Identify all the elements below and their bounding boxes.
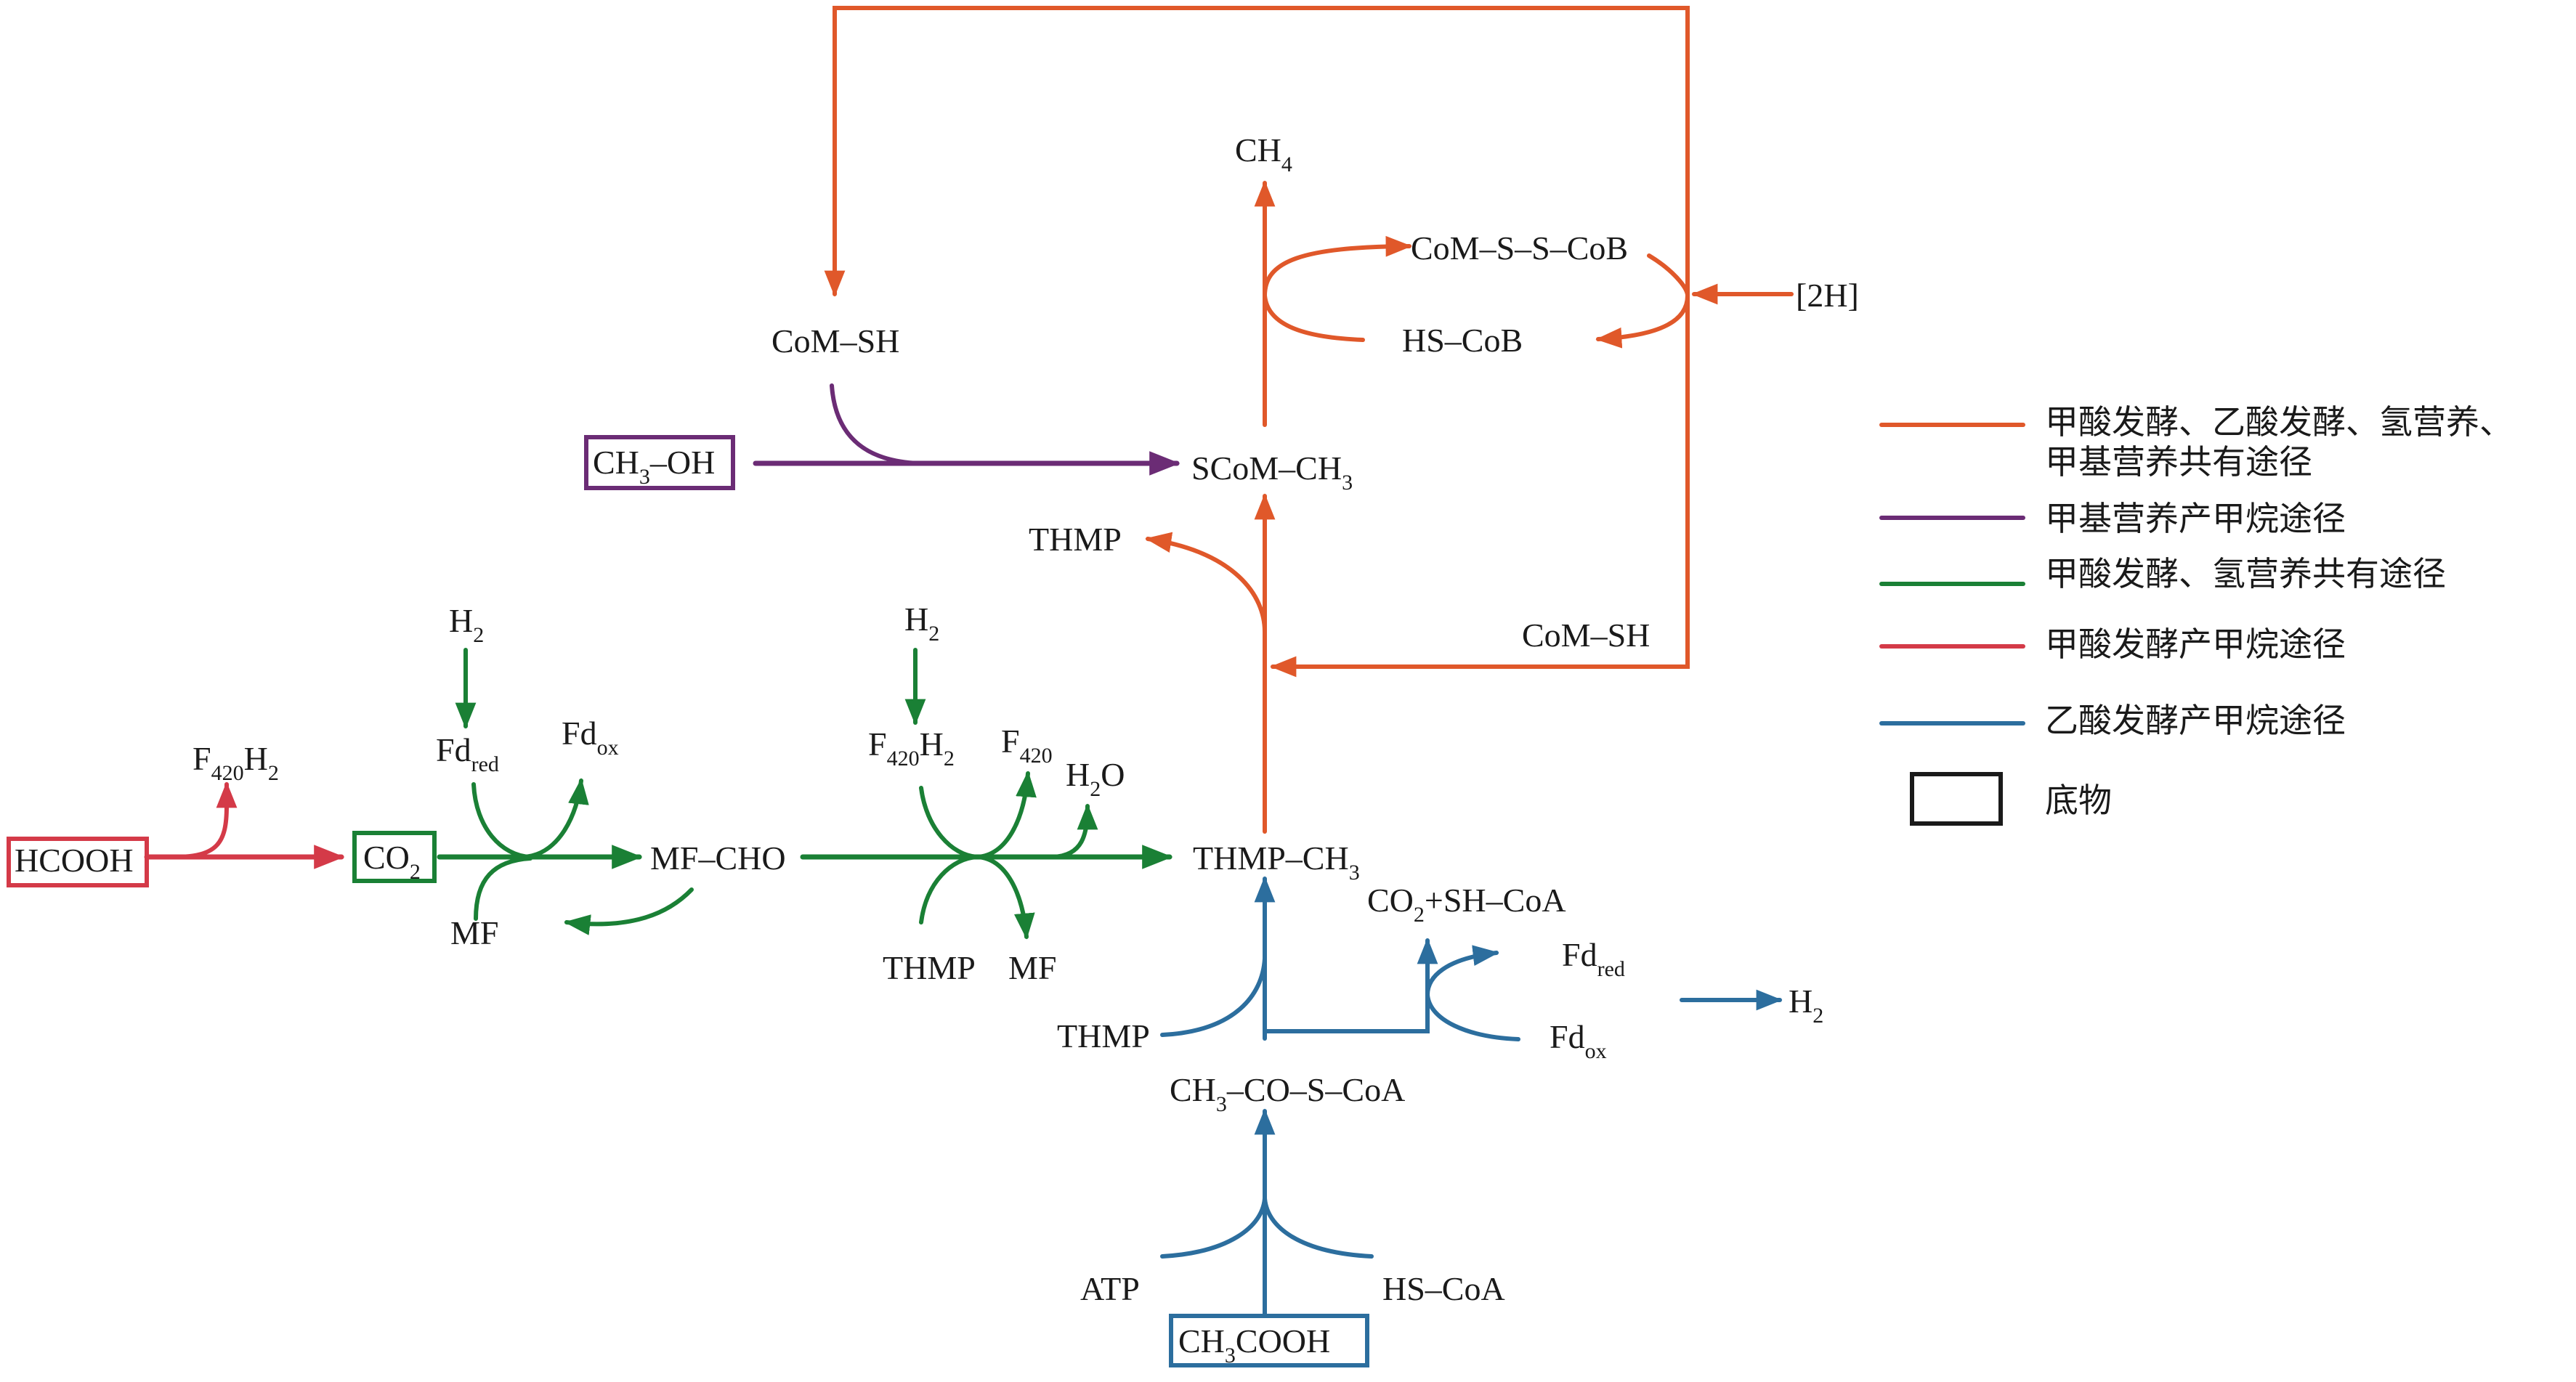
legend-label: 甲酸发酵、氢营养共有途径 [2045,554,2446,593]
cycle-hs-cob-input [1263,293,1365,342]
label-thmp-orange: THMP [1029,521,1122,558]
label-h2-mid: H2 [904,601,939,646]
label-mf-left: MF [450,914,498,951]
label-two-h: [2H] [1796,277,1859,314]
label-ch3cooh: CH3COOH [1178,1322,1330,1367]
legend-label: 甲基营养共有途径 [2045,442,2312,481]
substrate-box-co2 [352,831,437,883]
atp-input-curve [1160,1196,1267,1259]
legend-label: 乙酸发酵产甲烷途径 [2045,701,2346,740]
thmp-input-curve-blue [1160,956,1267,1037]
f420-release-arrow [975,771,1037,859]
com-sh-input-curve [830,383,921,466]
cycle-right-upper [1647,253,1690,298]
acetate-pathway [1160,876,1783,1367]
legend-label: 底物 [2045,781,2112,820]
label-fd-ox-blue: Fdox [1550,1018,1607,1063]
cycle-to-com-s-s-cob-arrow [1263,235,1412,298]
label-scom-ch3: SCoM–CH3 [1191,450,1353,495]
mf-input-curve [474,856,532,921]
legend-item-acetate: 乙酸发酵产甲烷途径 [1879,701,2346,740]
label-co2-shcoa: CO2+SH–CoA [1367,882,1566,927]
label-f420h2-red: F420H2 [193,740,279,785]
label-thmp-blue: THMP [1057,1017,1150,1054]
label-ch3-oh: CH3–OH [593,444,715,489]
legend: 甲酸发酵、乙酸发酵、氢营养、 甲基营养共有途径 甲基营养产甲烷途径 甲酸发酵、氢… [1879,402,2513,826]
label-f420h2-green: F420H2 [868,725,955,771]
label-acetyl-coa: CH3–CO–S–CoA [1170,1071,1405,1116]
label-hcooh: HCOOH [15,842,134,879]
label-com-s-s-cob: CoM–S–S–CoB [1411,229,1628,267]
co2-shcoa-branch-arrow [1263,938,1438,1033]
fd-red-input-curve [471,782,532,859]
legend-item-substrate: 底物 [1910,772,2112,826]
legend-label: 甲酸发酵产甲烷途径 [2045,625,2346,664]
label-fd-red-green: Fdred [436,731,499,776]
label-mf-cho: MF–CHO [650,840,786,877]
com-recycle-loop [824,6,1690,669]
hydrogenotrophic-pathway [352,648,1173,940]
thmp-release-arrow [1145,532,1267,634]
legend-item-methylotrophic: 甲基营养产甲烷途径 [1879,499,2346,538]
legend-label: 甲基营养产甲烷途径 [2045,499,2346,538]
legend-item-formate-hydrogenotrophic: 甲酸发酵、氢营养共有途径 [1879,554,2446,593]
hs-coa-input-curve [1263,1196,1374,1259]
mf-release-arrow-mid [975,855,1035,940]
label-com-sh-top: CoM–SH [771,322,899,359]
label-atp: ATP [1080,1270,1140,1307]
label-h2o: H2O [1066,756,1125,801]
f420h2-release-arrow [172,781,238,859]
label-fd-red-blue: Fdred [1562,936,1625,981]
label-thmp-green: THMP [883,949,976,986]
methylotrophic-pathway [584,383,1180,490]
label-thmp-ch3: THMP–CH3 [1193,840,1360,885]
compound-labels: CoM–SH CH4 CoM–S–S–CoB HS–CoB [2H] CH3–O… [15,131,1859,1367]
h2o-release-arrow [1051,803,1098,859]
label-h2-left: H2 [449,602,484,647]
label-mf-mid: MF [1008,949,1056,986]
legend-substrate-box [1910,772,2003,826]
substrate-box-ch3-oh [584,435,735,490]
fd-ox-release-arrow [521,778,589,859]
formate-pathway [7,781,345,887]
fd-ox-input-curve [1425,993,1520,1041]
f420h2-input-curve [919,786,979,859]
cycle-to-hs-cob-arrow [1595,293,1690,349]
legend-item-formate: 甲酸发酵产甲烷途径 [1879,625,2346,664]
substrate-box-ch3cooh [1169,1314,1369,1367]
label-fd-ox-green: Fdox [562,715,619,760]
label-hs-coa: HS–CoA [1382,1270,1505,1307]
fd-red-release-arrow [1425,945,1499,997]
mf-release-arrow [564,887,694,935]
shared-pathway [824,6,1794,834]
label-ch4: CH4 [1235,131,1292,176]
thmp-input-curve [919,855,979,924]
label-f420-green: F420 [1001,723,1053,768]
legend-label: 甲酸发酵、乙酸发酵、氢营养、 [2045,402,2513,442]
label-h2-blue: H2 [1789,983,1823,1028]
label-com-sh-right: CoM–SH [1522,617,1650,654]
label-hs-cob: HS–CoB [1402,322,1523,359]
legend-item-shared: 甲酸发酵、乙酸发酵、氢营养、 甲基营养共有途径 [1879,402,2513,481]
label-co2: CO2 [363,839,421,884]
substrate-box-hcooh [7,837,149,887]
